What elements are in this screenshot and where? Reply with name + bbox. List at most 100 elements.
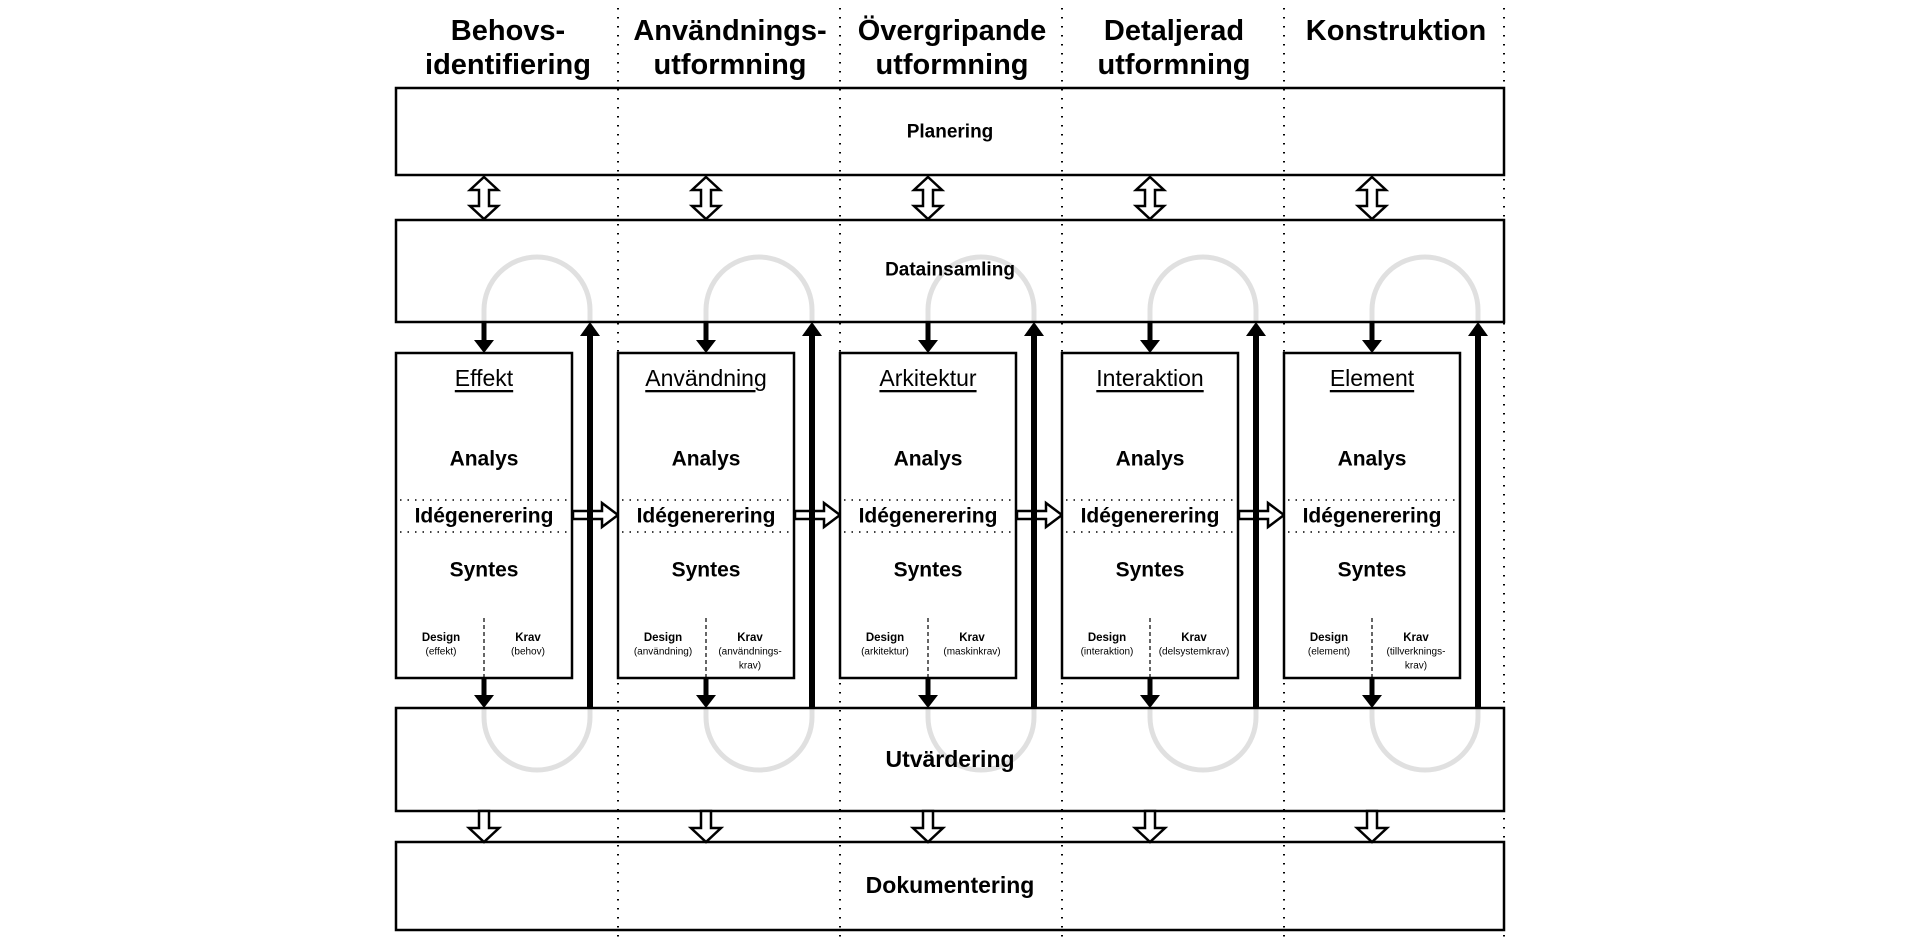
hollow-down-arrow-icon [909,809,947,844]
band-label-dokumentering: Dokumentering [866,872,1035,898]
step-syntes: Syntes [1116,559,1185,582]
down-arrow-icon [474,695,494,708]
design-label: Design [1310,632,1348,644]
double-arrow-icon [466,175,502,221]
step-idegenerering: Idégenerering [637,505,776,528]
hollow-down-arrow-icon [465,809,503,844]
down-arrow-icon [696,340,716,353]
up-arrow-icon [1024,322,1044,336]
phase-title: Interaktion [1096,365,1203,391]
up-arrow-icon [1468,322,1488,336]
loop-arc-top [481,254,593,322]
step-idegenerering: Idégenerering [1303,505,1442,528]
loop-arc-bottom [1147,708,1259,773]
loop-arc-bottom [1369,708,1481,773]
design-label: Design [866,632,904,644]
double-arrow-icon [1354,175,1390,221]
krav-sub-label: (behov) [511,647,545,658]
krav-label: Krav [1403,632,1429,644]
down-arrow-icon [918,695,938,708]
up-arrow-icon [1246,322,1266,336]
step-analys: Analys [672,448,741,471]
step-idegenerering: Idégenerering [859,505,998,528]
step-idegenerering: Idégenerering [415,505,554,528]
column-header: Konstruktion [1306,15,1486,47]
loop-arc-bottom [481,708,593,773]
down-arrow-icon [474,340,494,353]
phase-box [394,351,574,680]
column-header: utformning [653,49,806,81]
right-arrow-icon [1015,500,1065,530]
double-arrow-icon [1132,175,1168,221]
phase-title: Arkitektur [879,365,976,391]
design-sub-label: (element) [1308,647,1350,658]
krav-sub-label: krav) [739,661,761,672]
column-header: Övergripande [858,14,1047,47]
hollow-down-arrow-icon [1131,809,1169,844]
phase-box [1282,351,1462,680]
krav-sub-label: (användnings- [718,647,781,658]
krav-sub-label: krav) [1405,661,1427,672]
column-header: Detaljerad [1104,15,1244,47]
design-sub-label: (användning) [634,647,692,658]
up-arrow-icon [580,322,600,336]
double-arrow-icon [910,175,946,221]
loop-arc-top [1147,254,1259,322]
band-planering [394,86,1506,177]
up-arrow-icon [802,322,822,336]
column-header: Användnings- [633,15,826,47]
krav-sub-label: (tillverknings- [1387,647,1446,658]
step-analys: Analys [1338,448,1407,471]
column-header: utformning [1097,49,1250,81]
step-syntes: Syntes [894,559,963,582]
step-syntes: Syntes [1338,559,1407,582]
step-analys: Analys [894,448,963,471]
band-label-utvardering: Utvärdering [885,746,1014,772]
krav-label: Krav [1181,632,1207,644]
column-header: Behovs- [451,15,565,47]
design-label: Design [1088,632,1126,644]
loop-arc-top [1369,254,1481,322]
down-arrow-icon [918,340,938,353]
phase-title: Effekt [455,365,514,391]
loop-arc-top [703,254,815,322]
loop-arc-bottom [925,708,1037,773]
down-arrow-icon [1362,695,1382,708]
krav-label: Krav [737,632,763,644]
loop-arc-top [925,254,1037,322]
hollow-down-arrow-icon [687,809,725,844]
down-arrow-icon [1362,340,1382,353]
band-dokumentering [394,840,1506,932]
down-arrow-icon [696,695,716,708]
down-arrow-icon [1140,695,1160,708]
krav-sub-label: (maskinkrav) [943,647,1000,658]
phase-title: Element [1330,365,1415,391]
double-arrow-icon [688,175,724,221]
band-label-planering: Planering [907,122,994,143]
loop-arc-bottom [703,708,815,773]
column-header: identifiering [425,49,591,81]
step-syntes: Syntes [450,559,519,582]
krav-label: Krav [515,632,541,644]
band-datainsamling [394,218,1506,324]
step-idegenerering: Idégenerering [1081,505,1220,528]
step-syntes: Syntes [672,559,741,582]
column-header: utformning [875,49,1028,81]
right-arrow-icon [571,500,621,530]
step-analys: Analys [1116,448,1185,471]
right-arrow-icon [1237,500,1287,530]
band-utvardering [394,706,1506,813]
design-sub-label: (arkitektur) [861,647,909,658]
hollow-down-arrow-icon [1353,809,1391,844]
krav-sub-label: (delsystemkrav) [1159,647,1230,658]
design-sub-label: (effekt) [426,647,457,658]
design-label: Design [644,632,682,644]
right-arrow-icon [793,500,843,530]
phase-box [1060,351,1240,680]
step-analys: Analys [450,448,519,471]
down-arrow-icon [1140,340,1160,353]
feedback-loops [481,254,1481,773]
design-label: Design [422,632,460,644]
krav-label: Krav [959,632,985,644]
